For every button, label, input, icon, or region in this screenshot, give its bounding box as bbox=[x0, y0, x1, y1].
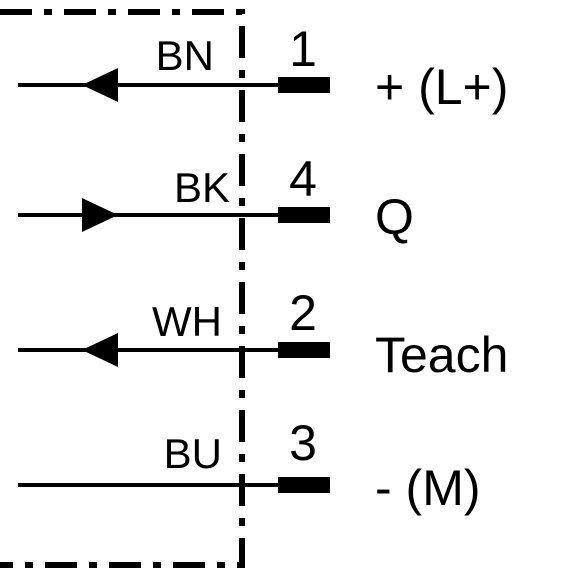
pin-terminal bbox=[278, 342, 330, 358]
pin-terminal bbox=[278, 477, 330, 493]
wire-color-label: BN bbox=[156, 32, 214, 79]
housing-boundary bbox=[0, 9, 245, 568]
pin-row-2: BK 4 Q bbox=[18, 151, 414, 245]
signal-name: Q bbox=[375, 189, 414, 245]
wire-color-label: WH bbox=[152, 298, 222, 345]
wire-color-label: BU bbox=[164, 430, 222, 477]
signal-name: Teach bbox=[375, 327, 508, 383]
pin-row-4: BU 3 - (M) bbox=[18, 415, 481, 516]
pin-number: 3 bbox=[289, 415, 317, 471]
signal-name: + (L+) bbox=[375, 59, 508, 115]
pin-number: 4 bbox=[289, 151, 317, 207]
pin-terminal bbox=[278, 207, 330, 223]
arrow-left-icon bbox=[82, 68, 118, 102]
pin-number: 2 bbox=[289, 285, 317, 341]
pin-terminal bbox=[278, 77, 330, 93]
pin-row-3: WH 2 Teach bbox=[18, 285, 508, 383]
pin-row-1: BN 1 + (L+) bbox=[18, 21, 508, 115]
arrow-right-icon bbox=[82, 198, 118, 232]
signal-name: - (M) bbox=[375, 460, 481, 516]
wire-color-label: BK bbox=[174, 164, 230, 211]
pin-number: 1 bbox=[289, 21, 317, 77]
arrow-left-icon bbox=[82, 333, 118, 367]
